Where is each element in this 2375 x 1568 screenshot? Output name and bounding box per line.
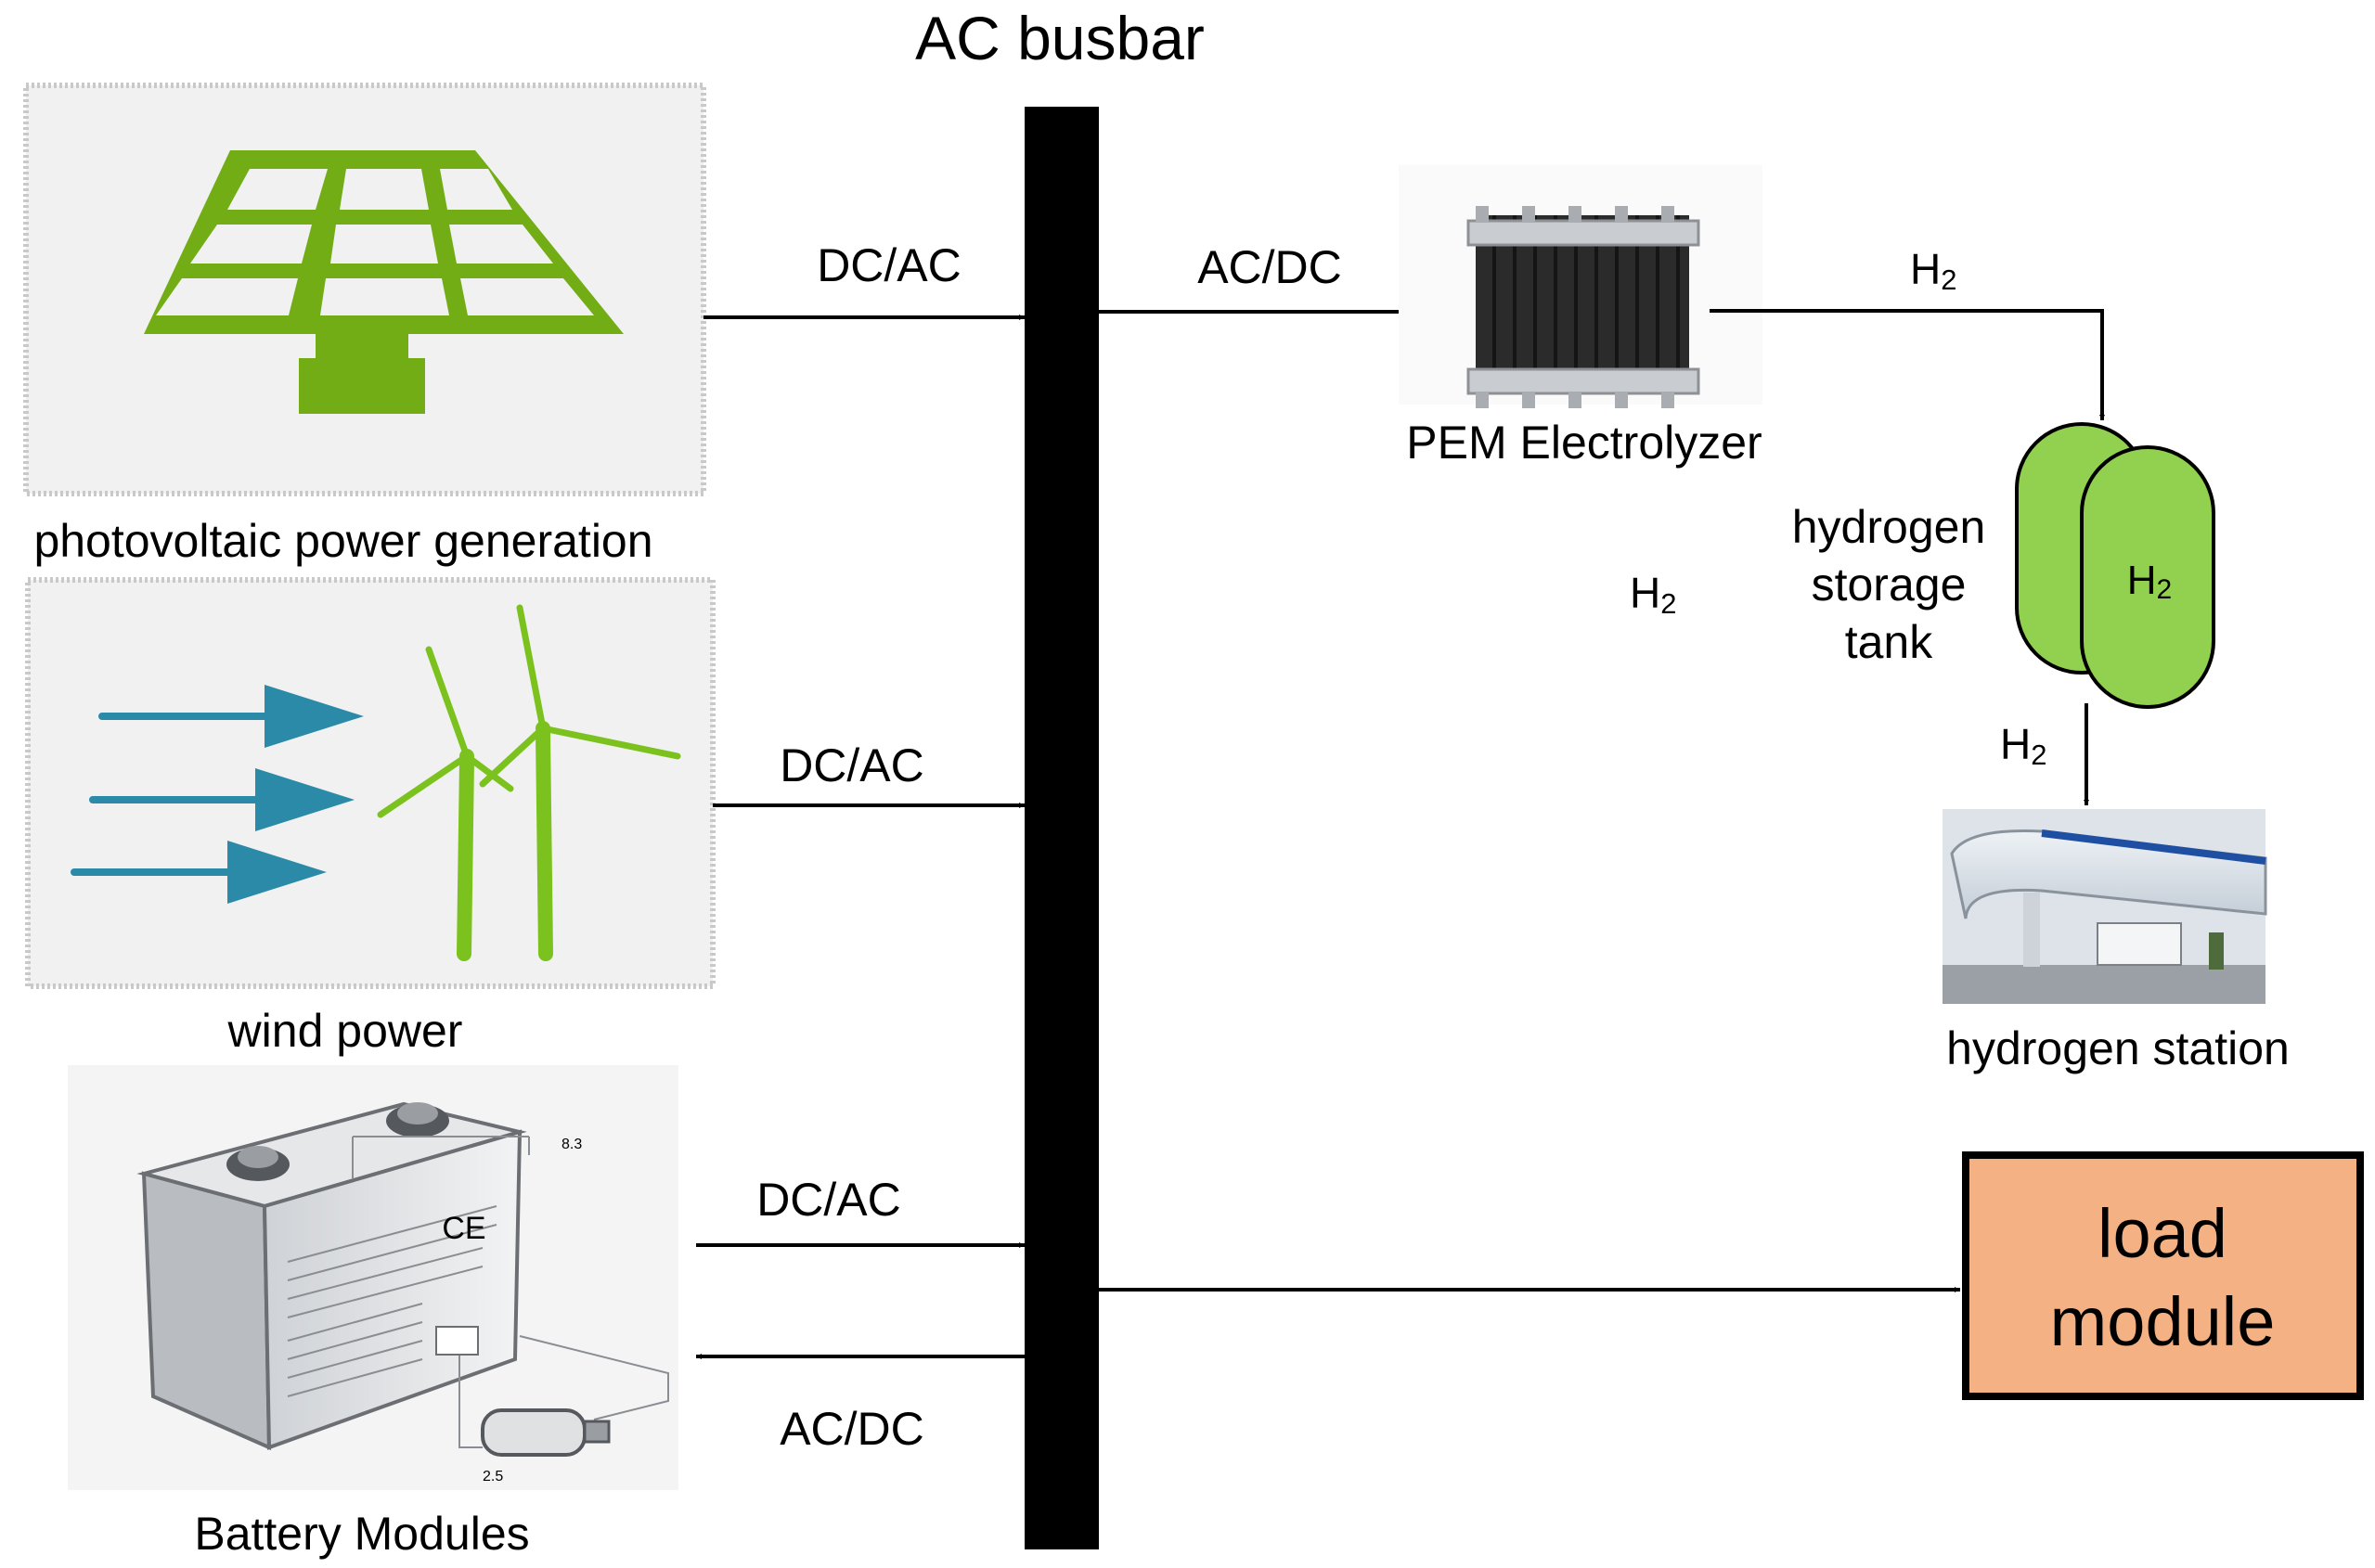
battery-out-converter-label: AC/DC (780, 1403, 924, 1455)
load-line-1: load (2097, 1195, 2227, 1272)
hydrogen-station-icon (1943, 809, 2267, 1004)
ac-busbar (1025, 107, 1099, 1549)
solar-panel-icon (144, 150, 624, 414)
tank-content-label: H2 (2127, 558, 2172, 605)
electrolyzer-icon (1399, 165, 1762, 408)
h2-bottom-label: H2 (2000, 720, 2046, 771)
dimension-label-bottom: 2.5 (483, 1469, 503, 1484)
load-module-box (1962, 1151, 2364, 1400)
battery-label: Battery Modules (194, 1508, 529, 1560)
battery-in-converter-label: DC/AC (756, 1174, 901, 1226)
electrolyzer-to-tank-arrow (1710, 309, 2105, 420)
battery-icon: CE 8.3 2.5 (136, 1101, 669, 1484)
h2-mid-label: H2 (1630, 569, 1676, 620)
battery-image: CE 8.3 2.5 (68, 1065, 678, 1490)
station-label: hydrogen station (1946, 1022, 2290, 1074)
dimension-label-top: 8.3 (561, 1137, 582, 1152)
wind-label: wind power (227, 1005, 463, 1057)
charger-plug-icon (481, 1408, 611, 1457)
tank-label-line-1: hydrogen (1792, 501, 1986, 553)
electrolyzer-converter-label: AC/DC (1197, 241, 1342, 293)
hydrogen-tank-icon (2015, 422, 2215, 709)
wind-image (25, 577, 716, 989)
wind-turbine-icon (377, 604, 681, 961)
busbar-title: AC busbar (915, 4, 1205, 72)
load-line-2: module (2050, 1283, 2276, 1360)
pv-converter-label: DC/AC (817, 239, 962, 291)
tank-label-line-3: tank (1845, 616, 1934, 668)
h2-top-label: H2 (1910, 245, 1956, 296)
electrolyzer-label: PEM Electrolyzer (1406, 417, 1762, 469)
tank-label-line-2: storage (1812, 559, 1967, 610)
pv-label: photovoltaic power generation (33, 515, 652, 567)
wind-arrows (71, 685, 364, 904)
wind-converter-label: DC/AC (780, 739, 924, 791)
pv-image (23, 83, 706, 496)
ce-mark: CE (442, 1211, 485, 1246)
